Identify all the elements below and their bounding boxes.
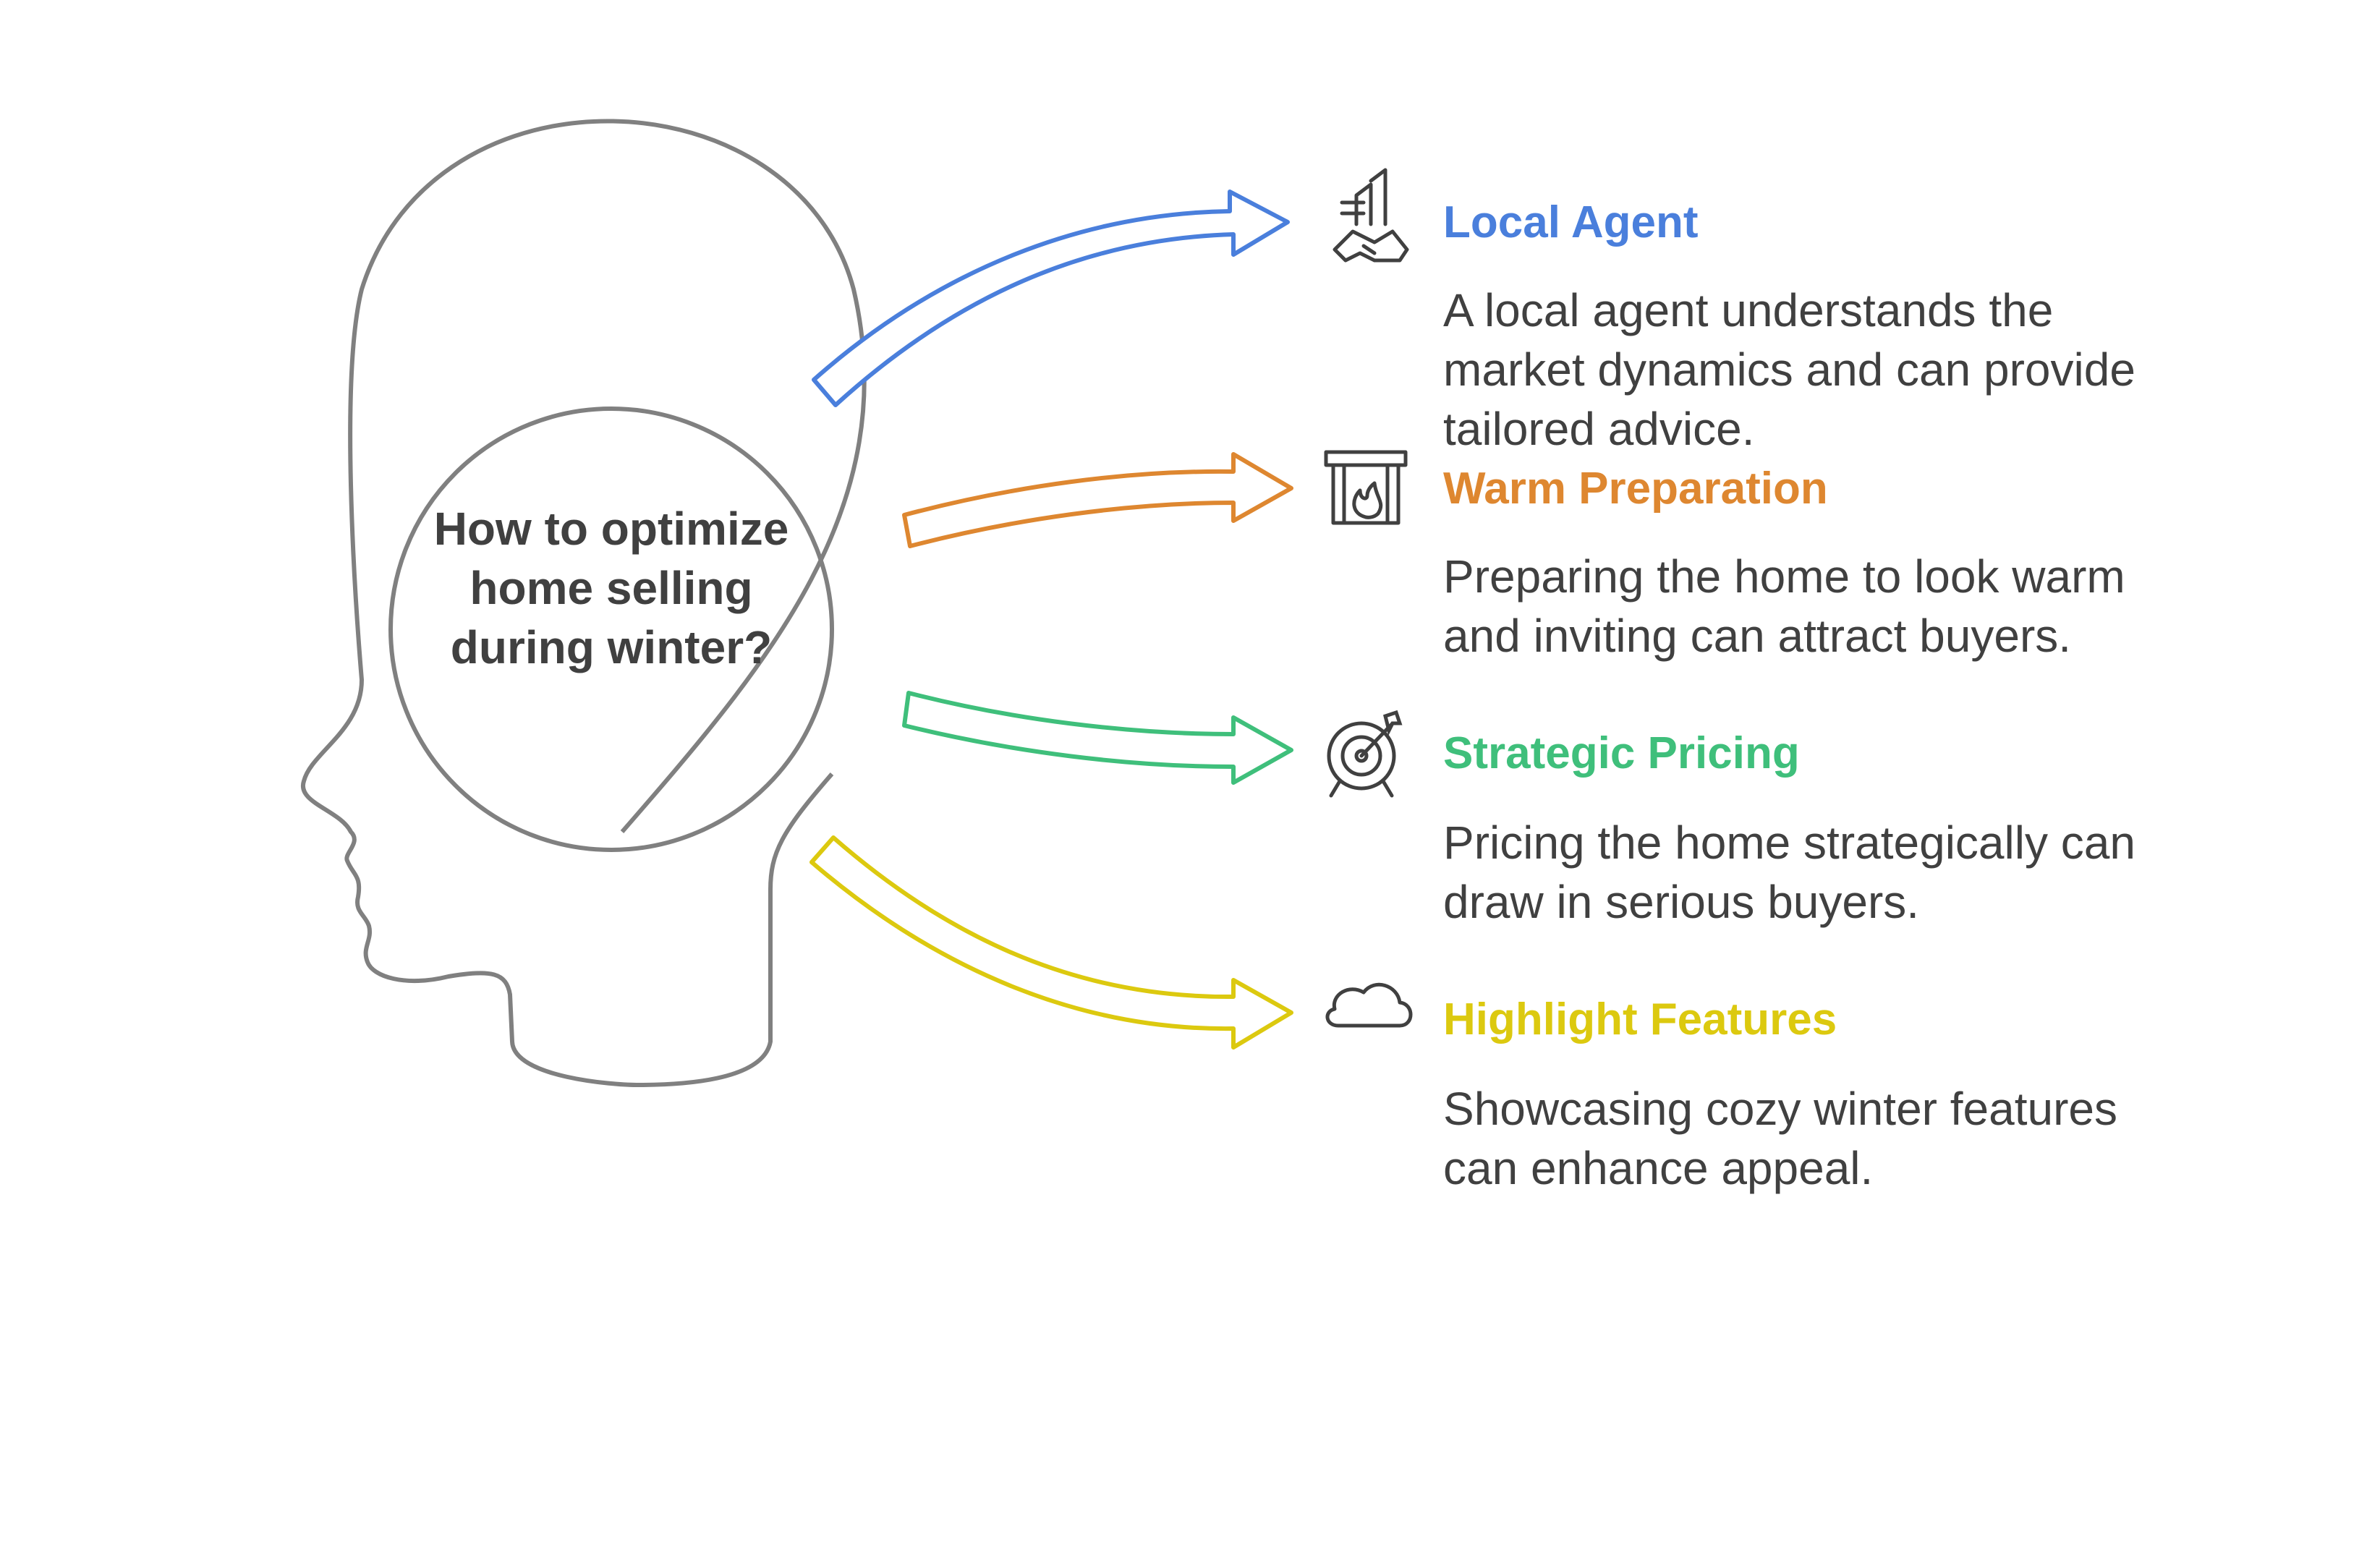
desc-warm-preparation: Preparing the home to look warm and invi… [1443,550,2125,662]
target-icon [1327,710,1403,798]
arrow-highlight-features [809,835,1293,1050]
title-warm-preparation: Warm Preparation [1443,464,1828,514]
arrow-local-agent [812,190,1290,407]
head-outline [300,119,867,1087]
desc-strategic-pricing: Pricing the home strategically can draw … [1443,817,2135,928]
title-local-agent: Local Agent [1443,197,1699,247]
title-strategic-pricing: Strategic Pricing [1443,728,1800,778]
handshake-building-icon [1333,168,1409,263]
arrow-strategic-pricing [902,691,1293,785]
fireplace-icon [1324,450,1408,525]
central-question: How to optimize home selling during wint… [433,503,789,673]
arrow-warm-preparation [902,452,1293,548]
desc-highlight-features: Showcasing cozy winter features can enha… [1443,1083,2117,1194]
title-highlight-features: Highlight Features [1443,995,1837,1044]
thought-circle [388,406,834,852]
cloud-icon [1325,982,1413,1028]
desc-local-agent: A local agent understands the market dyn… [1443,284,2135,455]
